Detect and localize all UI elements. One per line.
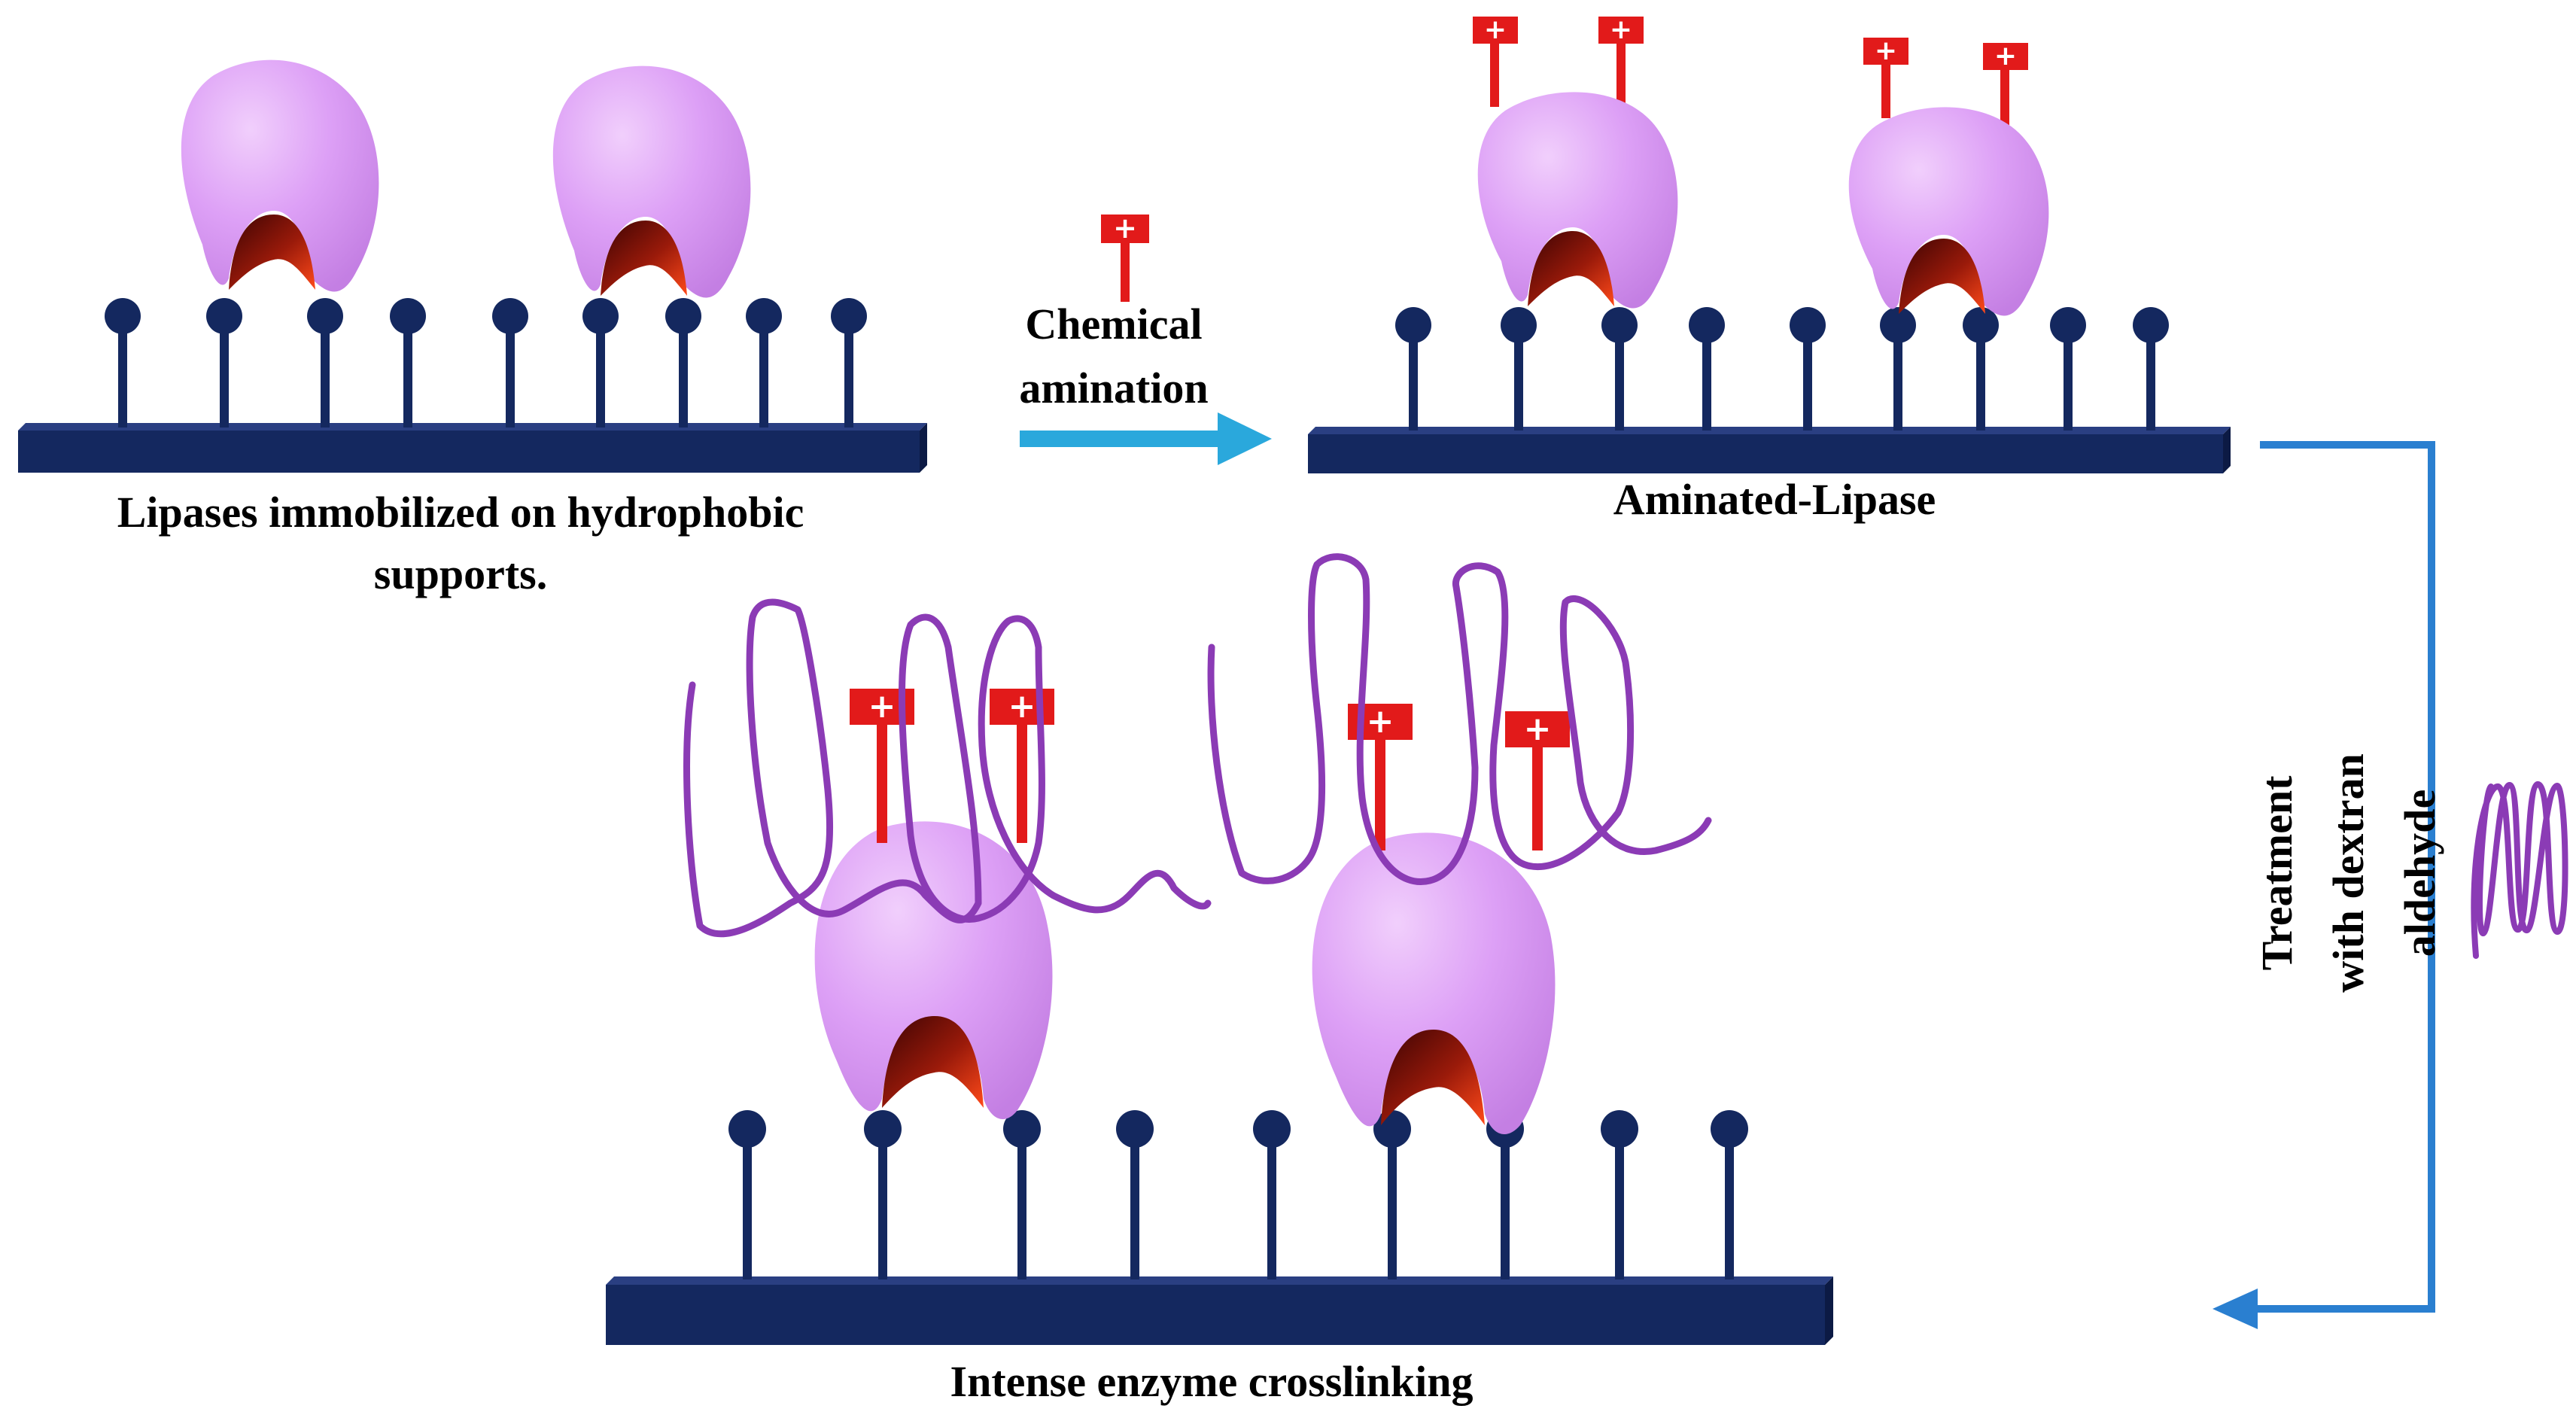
- svg-text:+: +: [1113, 211, 1137, 245]
- panel1-caption-line2: supports.: [374, 549, 547, 598]
- step1-label-line1: Chemical: [1025, 300, 1202, 348]
- amine-group-icon: +: [1101, 211, 1149, 302]
- panel-crosslinked: + + + + Intense enzyme crosslinking: [606, 553, 1833, 1406]
- hydrophobic-group-icon: [1486, 1110, 1524, 1279]
- hydrophobic-group-icon: [1501, 307, 1537, 431]
- support-bar: [606, 1276, 1833, 1345]
- svg-text:+: +: [1367, 702, 1394, 741]
- panel-aminated-lipase: + + + + Aminated-Lipase: [1308, 14, 2231, 524]
- support-bar: [1308, 427, 2231, 473]
- hydrophobic-group-icon: [1689, 307, 1725, 431]
- hydrophobic-group-icon: [1601, 307, 1638, 431]
- svg-text:+: +: [868, 687, 896, 726]
- hydrophobic-group-icon: [746, 298, 782, 428]
- step-chemical-amination: + Chemical amination: [1019, 211, 1272, 465]
- hydrophobic-group-icon: [1711, 1110, 1748, 1279]
- hydrophobic-group-icon: [831, 298, 867, 428]
- step2-label-line1: Treatment: [2252, 775, 2301, 970]
- dextran-coil-icon: [2471, 781, 2568, 959]
- lipase-enzyme: [552, 65, 751, 298]
- svg-text:+: +: [1008, 687, 1036, 726]
- hydrophobic-group-icon: [1963, 307, 1999, 431]
- lipase-enzyme: [181, 59, 379, 292]
- aminated-lipase-enzyme: + +: [1473, 14, 1678, 309]
- hydrophobic-group-icon: [864, 1110, 902, 1279]
- step2-label-line2: with dextran: [2324, 753, 2373, 992]
- hydrophobic-group-icon: [1116, 1110, 1154, 1279]
- svg-text:+: +: [1484, 14, 1507, 45]
- hydrophobic-group-icon: [728, 1110, 766, 1279]
- panel2-caption: Aminated-Lipase: [1613, 475, 1936, 524]
- panel1-caption-line1: Lipases immobilized on hydrophobic: [117, 488, 804, 537]
- hydrophobic-group-icon: [206, 298, 242, 428]
- panel-hydrophobic-support: Lipases immobilized on hydrophobic suppo…: [18, 59, 927, 598]
- svg-text:+: +: [1610, 14, 1632, 45]
- hydrophobic-groups: [105, 298, 867, 428]
- hydrophobic-group-icon: [1880, 307, 1916, 431]
- hydrophobic-group-icon: [105, 298, 141, 428]
- hydrophobic-group-icon: [2050, 307, 2086, 431]
- step-dextran-aldehyde: Treatment with dextran aldehyde: [2213, 441, 2568, 1329]
- hydrophobic-group-icon: [1395, 307, 1431, 431]
- hydrophobic-group-icon: [582, 298, 619, 428]
- hydrophobic-group-icon: [1790, 307, 1826, 431]
- panel3-caption: Intense enzyme crosslinking: [950, 1357, 1474, 1406]
- hydrophobic-group-icon: [307, 298, 343, 428]
- hydrophobic-group-icon: [1253, 1110, 1291, 1279]
- support-bar: [18, 423, 927, 473]
- step2-label-line3: aldehyde: [2395, 790, 2444, 957]
- svg-text:+: +: [1524, 710, 1552, 748]
- hydrophobic-group-icon: [665, 298, 701, 428]
- svg-text:+: +: [1994, 41, 2017, 72]
- hydrophobic-groups: [728, 1110, 1748, 1279]
- svg-text:+: +: [1875, 35, 1897, 66]
- hydrophobic-group-icon: [1003, 1110, 1041, 1279]
- crosslinked-lipase-enzyme: + +: [1312, 702, 1570, 1134]
- aminated-lipase-enzyme: + +: [1848, 35, 2049, 316]
- right-arrow-icon: [1020, 412, 1272, 465]
- dextran-strands: [683, 553, 1712, 938]
- hydrophobic-group-icon: [2133, 307, 2169, 431]
- bracket-arrow-icon: [2213, 441, 2435, 1329]
- step1-label-line2: amination: [1019, 364, 1208, 412]
- hydrophobic-group-icon: [1601, 1110, 1638, 1279]
- hydrophobic-groups: [1395, 307, 2169, 431]
- hydrophobic-group-icon: [1373, 1110, 1411, 1279]
- hydrophobic-group-icon: [492, 298, 528, 428]
- hydrophobic-group-icon: [390, 298, 426, 428]
